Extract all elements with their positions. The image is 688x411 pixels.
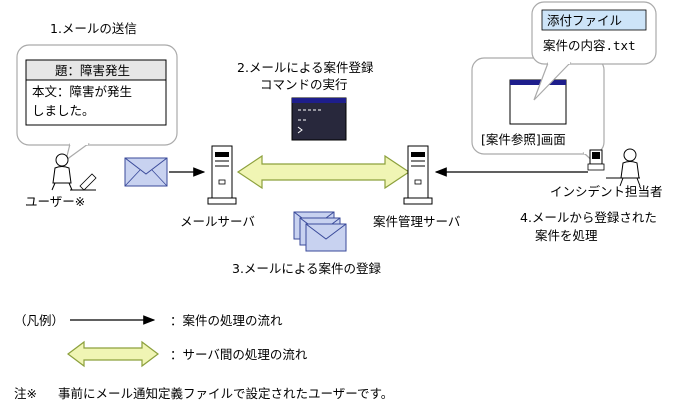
step2-label-line1: 2.メールによる案件登録	[237, 60, 374, 75]
email-body-line2: しました。	[32, 103, 95, 118]
footnote-mark: 注※	[14, 386, 37, 401]
email-body-line1: 本文：障害が発生	[32, 84, 132, 99]
legend-case-flow-label: ：案件の処理の流れ	[170, 313, 283, 328]
email-message-box: 題：障害発生 本文：障害が発生 しました。	[25, 59, 167, 126]
user-label: ユーザー※	[25, 194, 85, 209]
step4-label-line2: 案件を処理	[535, 228, 598, 243]
attachment-bubble	[531, 1, 657, 101]
mail-server-icon	[207, 145, 237, 205]
server-flow-double-arrow	[236, 154, 411, 190]
step1-label: 1.メールの送信	[50, 21, 137, 36]
terminal-icon	[291, 97, 347, 141]
step4-label-line1: 4.メールから登録された	[520, 210, 657, 225]
email-subject: 題：障害発生	[55, 63, 130, 78]
user-icon	[51, 153, 97, 191]
mail-server-label: メールサーバ	[180, 214, 255, 229]
attachment-content: 案件の内容.txt	[543, 38, 636, 53]
step2-label-line2: コマンドの実行	[260, 77, 348, 92]
legend-server-flow-arrow	[67, 340, 159, 368]
person-in-charge-icon	[587, 148, 641, 187]
stacked-envelopes-icon	[293, 211, 347, 252]
screen-label: [案件参照]画面	[481, 132, 566, 147]
case-server-icon	[403, 145, 433, 205]
envelope-icon	[124, 157, 168, 187]
case-screen-window	[509, 79, 567, 125]
legend-server-flow-label: ：サーバ間の処理の流れ	[170, 347, 308, 362]
footnote-text: 事前にメール通知定義ファイルで設定されたユーザーです。	[58, 386, 393, 401]
case-server-label: 案件管理サーバ	[373, 214, 460, 229]
legend-heading: （凡例）	[14, 313, 64, 328]
step3-label: 3.メールによる案件の登録	[232, 261, 382, 276]
attachment-title: 添付ファイル	[547, 13, 622, 28]
person-in-charge-label: インシデント担当者	[550, 184, 663, 199]
